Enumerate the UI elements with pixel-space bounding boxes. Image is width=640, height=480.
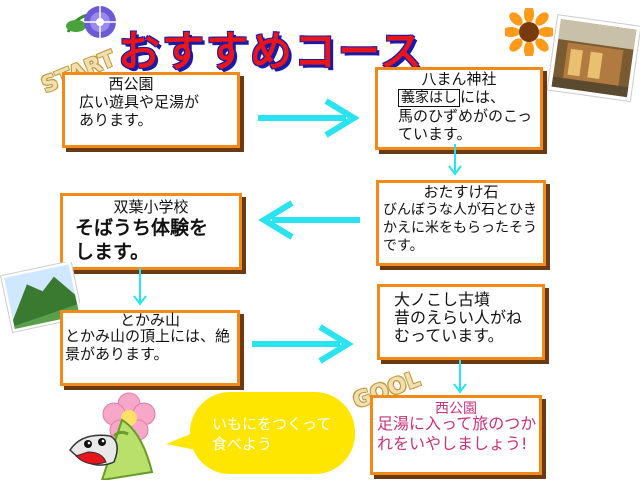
stop-description: 義家はしには、 馬のひずめがのこっています。 bbox=[398, 88, 538, 143]
stop-description-line1: には、 bbox=[460, 88, 506, 106]
shrine-photo bbox=[546, 14, 640, 102]
stop-futaba-school: 双葉小学校 そばうち体験をします。 bbox=[60, 193, 242, 270]
stop-name: 西公園 bbox=[108, 75, 154, 93]
stop-description-rest: 馬のひずめがのこっています。 bbox=[398, 107, 532, 143]
bubble-text: いもにをつくって食べよう bbox=[212, 415, 332, 453]
stop-name: おたすけ石 bbox=[423, 183, 499, 201]
morning-glory-icon bbox=[66, 6, 116, 38]
arrow-down bbox=[453, 360, 467, 394]
stop-description: そばうち体験をします。 bbox=[75, 217, 209, 263]
stop-name: 大ノこし古墳 bbox=[394, 290, 491, 309]
arrow-down bbox=[133, 268, 147, 306]
stop-name: 西公園 bbox=[435, 401, 477, 417]
stop-name: 双葉小学校 bbox=[113, 198, 189, 216]
sunflower-icon bbox=[505, 8, 553, 56]
yoshiie-bridge-badge: 義家はし bbox=[398, 89, 460, 107]
stop-description: 足湯に入って旅のつかれをいやしましょう! bbox=[377, 414, 537, 453]
stop-otasuke-stone: おたすけ石 びんぼうな人が石とひきかえに米をもらったそうです。 bbox=[376, 180, 546, 266]
arrow-right bbox=[252, 324, 354, 364]
stop-name: 八まん神社 bbox=[421, 70, 497, 88]
stop-description: びんぼうな人が石とひきかえに米をもらったそうです。 bbox=[383, 202, 537, 254]
speech-bubble bbox=[190, 392, 355, 474]
arrow-right bbox=[258, 98, 360, 138]
stop-description: 昔のえらい人がねむっています。 bbox=[394, 308, 523, 345]
mascot-icon bbox=[69, 418, 154, 480]
arrow-left bbox=[258, 200, 360, 240]
stop-description: 広い遊具や足湯があります。 bbox=[79, 93, 200, 129]
stop-nishi-park-goal: 西公園 足湯に入って旅のつかれをいやしましょう! bbox=[370, 395, 542, 475]
stop-onokoshi-tumulus: 大ノこし古墳 昔のえらい人がねむっています。 bbox=[377, 284, 545, 360]
stop-tokami-mountain: とかみ山 とかみ山の頂上には、絶景があります。 bbox=[60, 310, 240, 386]
bubble-tail-icon bbox=[166, 430, 200, 450]
stop-nishi-park-start: 西公園 広い遊具や足湯があります。 bbox=[62, 72, 240, 148]
stop-description: とかみ山の頂上には、絶景があります。 bbox=[65, 327, 231, 363]
arrow-down bbox=[448, 144, 462, 176]
stop-name: とかみ山 bbox=[119, 311, 180, 329]
stop-hachiman-shrine: 八まん神社 義家はしには、 馬のひずめがのこっています。 bbox=[375, 67, 543, 150]
page-title: おすすめコース bbox=[118, 27, 424, 76]
